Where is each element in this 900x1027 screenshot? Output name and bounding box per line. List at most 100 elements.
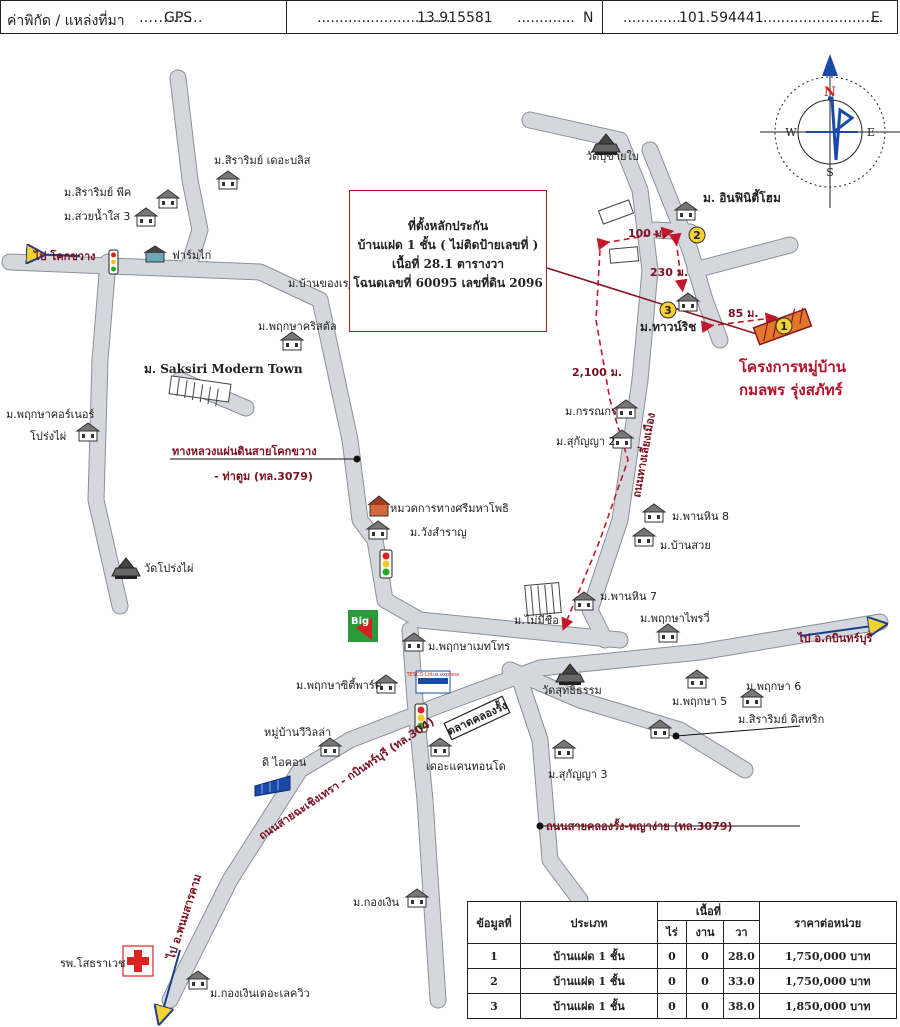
route-230	[668, 232, 688, 293]
place-wat-suthi: วัดสุทธิธรรม	[542, 684, 602, 697]
project-title: โครงการหมู่บ้าน กมลพร รุ่งสภัทร์	[739, 356, 899, 402]
longitude-cell: .............. 101.594441 ..............…	[623, 10, 884, 26]
place-karanakorn: ม.กรรณกร	[565, 405, 617, 418]
svg-text:1: 1	[780, 320, 788, 333]
house-icon	[685, 669, 709, 689]
place-sirarom-district: ม.สิราริมย์ ดิสทริก	[738, 713, 824, 726]
plot-saksiri	[168, 375, 232, 407]
road-rural-1: ทางหลวงแผ่นดินสายโคกขวาง	[172, 444, 317, 458]
road-klongrang: ถนนสายคลองรั้ง-พญาง่าย (ทล.3079)	[546, 818, 732, 833]
farm-icon	[143, 245, 167, 263]
house-icon	[428, 737, 452, 757]
compass-s: S	[826, 166, 834, 179]
table-row: 2 บ้านแฝด 1 ชั้น 0 0 33.0 1,750,000 บาท	[467, 968, 897, 994]
svg-text:Big: Big	[351, 616, 369, 627]
place-pruksa-pri: ม.พฤกษาไพรวี่	[640, 610, 710, 625]
table-row: 1 บ้านแฝด 1 ชั้น 0 0 28.0 1,750,000 บาท	[467, 943, 897, 969]
coordinate-header: ค่าพิกัด / แหล่งที่มา ….......... GPS ..…	[0, 0, 898, 34]
place-pruksa6: ม.พฤกษา 6	[746, 680, 801, 693]
latitude-suffix: N	[583, 10, 594, 26]
tesco-lotus-logo: TESCO Lotus express	[406, 670, 460, 694]
th-no: ข้อมูลที่	[467, 901, 521, 944]
north-arrow-icon	[822, 54, 838, 76]
place-farm-kai: ฟาร์มไก่	[172, 249, 211, 262]
distance-labels: 100 ม. 230 ม. 85 ม. 2,100 ม.	[572, 227, 759, 379]
place-wat-prong-pai: วัดโปร่งไผ่	[144, 561, 193, 575]
place-sukanya3: ม.สุกัญญา 3	[548, 768, 608, 781]
th-price: ราคาต่อหน่วย	[758, 901, 897, 944]
house-icon	[642, 503, 666, 523]
place-sirarom-peak: ม.สิราริมย์ พีค	[64, 186, 131, 199]
place-saksiri: ม. Saksiri Modern Town	[144, 362, 303, 376]
infobox-title: ที่ตั้งหลักประกัน	[407, 219, 489, 233]
place-mai-mee-chue: ม.ไม่มีชื่อ	[514, 612, 559, 627]
house-icon	[216, 170, 240, 190]
coordinate-label: ค่าพิกัด / แหล่งที่มา	[7, 13, 125, 29]
place-pruksa-city-park: ม.พฤกษาซิตี้พาร์ค	[296, 677, 382, 692]
longitude-suffix: E	[871, 10, 880, 26]
place-pan-hin7: ม.พานหิน 7	[600, 590, 657, 603]
road-pointer	[675, 725, 801, 737]
big-c-logo: Big	[348, 610, 378, 642]
route-arrows	[561, 226, 779, 631]
project-title-line1: โครงการหมู่บ้าน	[739, 358, 847, 376]
route-85	[700, 312, 779, 334]
plot-near-wat	[597, 199, 640, 264]
marker-3: 3	[659, 301, 677, 319]
arrow-to-kabin-icon	[799, 626, 872, 637]
house-icon	[656, 623, 680, 643]
place-kong-ngern-lake: ม.กองเงินเดอะเลควิว	[210, 987, 310, 1000]
place-pruksa-corner-2: โปร่งไผ่	[30, 429, 66, 443]
house-icon	[134, 207, 158, 227]
distance-85: 85 ม.	[728, 307, 759, 320]
place-sukanya2: ม.สุกัญญา 2	[556, 435, 616, 448]
place-wang-samran: ม.วังสำราญ	[410, 526, 467, 539]
traffic-light-icon	[379, 549, 393, 579]
place-baan-suay: ม.บ้านสวย	[660, 539, 711, 552]
land-plots	[168, 199, 640, 616]
th-type: ประเภท	[520, 901, 658, 944]
road-rural-2: - ท่าตูม (ทล.3079)	[214, 470, 313, 484]
marker-2: 2	[688, 226, 706, 244]
latitude-value: 13.915581	[417, 10, 493, 26]
traffic-light-icon	[414, 703, 428, 733]
house-icon	[280, 331, 304, 351]
distance-230: 230 ม.	[650, 266, 688, 279]
latitude-cell: ............................... 13.91558…	[287, 1, 603, 33]
svg-text:2: 2	[693, 229, 701, 242]
distance-2100: 2,100 ม.	[572, 366, 622, 379]
svg-text:3: 3	[664, 304, 672, 317]
place-infinity-home: ม. อินฟินิตี้โฮม	[703, 188, 781, 205]
place-wat-bung-khai-bai: วัดบุขายใบ	[586, 150, 639, 163]
compass-e: E	[867, 126, 875, 139]
place-pan-hin8: ม.พานหิน 8	[672, 510, 729, 523]
comparison-price-table: ข้อมูลที่ ประเภท เนื้อที่ ราคาต่อหน่วย ไ…	[467, 901, 897, 1019]
compass-w: W	[785, 126, 797, 139]
house-icon	[156, 189, 180, 209]
th-ngan: งาน	[686, 920, 724, 944]
place-school: หมวดการทางศรีมหาโพธิ	[390, 501, 509, 515]
th-rai: ไร่	[657, 920, 687, 944]
school-icon	[367, 495, 391, 517]
place-pruksa-krisada: ม.พฤกษาคริสตัล	[258, 320, 337, 333]
infobox-leader-line	[546, 267, 761, 336]
place-baan-khong-rao: ม.บ้านของเรา	[288, 277, 355, 290]
place-di-icon: ดิ ไอคอน	[262, 756, 307, 769]
th-wa: วา	[723, 920, 760, 944]
arrow-to-khok-icon	[30, 254, 81, 256]
coordinate-source-cell: ค่าพิกัด / แหล่งที่มา ….......... GPS	[1, 1, 287, 33]
marker-1: 1	[775, 317, 793, 335]
th-area: เนื้อที่	[657, 901, 760, 921]
infobox-deed: โฉนดเลขที่ 60095 เลขที่ดิน 2096	[353, 276, 543, 290]
table-row: 3 บ้านแฝด 1 ชั้น 0 0 38.0 1,850,000 บาท	[467, 993, 897, 1019]
house-icon	[632, 527, 656, 547]
location-map: 1 2 3	[1, 54, 900, 1027]
place-hospital: รพ.โสธราเวช	[60, 956, 125, 970]
place-suan-nam-sai: ม.สวยน้ำใส 3	[64, 208, 130, 223]
place-labels: ม.สิราริมย์ เดอะบลิส ม.สิราริมย์ พีค ม.ส…	[6, 150, 824, 1000]
route-2100	[561, 249, 629, 631]
route-100	[596, 226, 675, 251]
house-icon	[552, 739, 576, 759]
place-town-rich: ม.ทาวน์ริช	[640, 320, 696, 334]
road-to-khok: ไป โคกขวาง	[32, 249, 96, 263]
